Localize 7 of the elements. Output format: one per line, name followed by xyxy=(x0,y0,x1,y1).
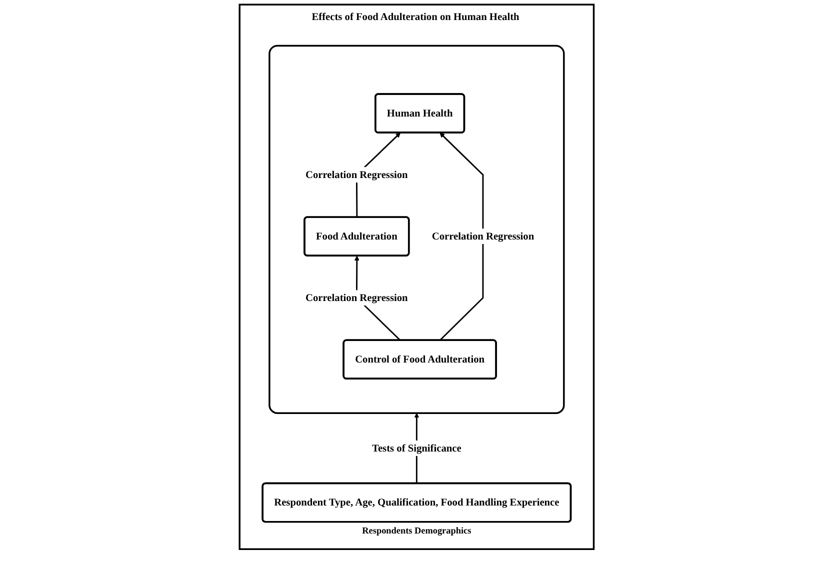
cluster xyxy=(268,44,565,414)
edge-label: Tests of Significance xyxy=(372,442,462,454)
arrow xyxy=(439,132,484,341)
edge-label: Correlation Regression xyxy=(305,292,408,304)
edge-label: Correlation Regression xyxy=(432,230,534,242)
node-caption: Respondents Demographics xyxy=(362,525,471,536)
edge-label: Correlation Regression xyxy=(305,168,408,180)
